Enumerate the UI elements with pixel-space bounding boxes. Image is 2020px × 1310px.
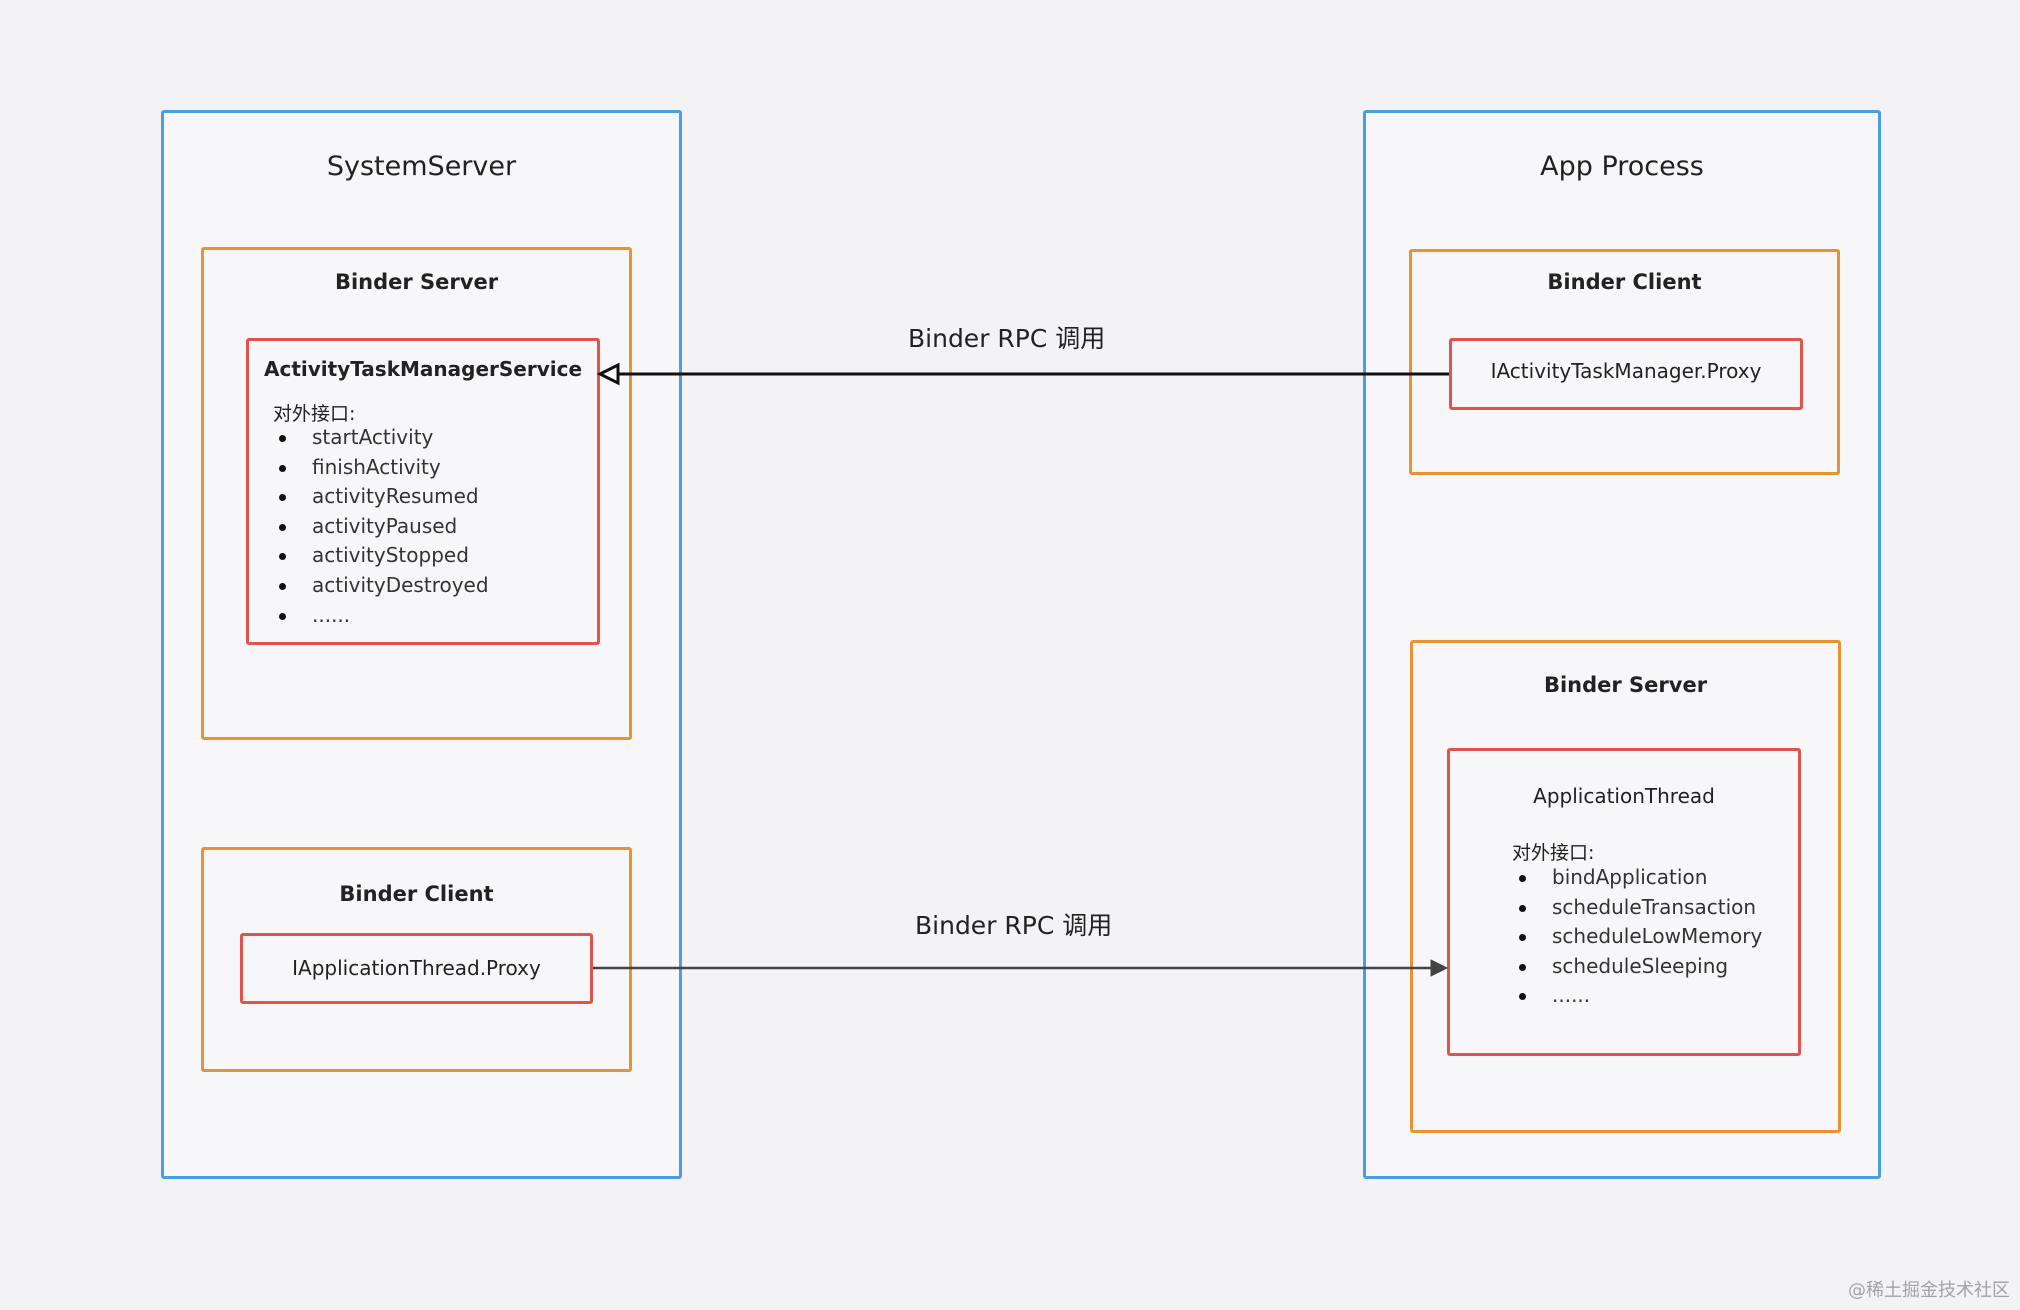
service-title: ActivityTaskManagerService — [263, 357, 583, 381]
iapplication-thread-proxy: IApplicationThread.Proxy — [240, 933, 593, 1004]
list-item: ...... — [1518, 981, 1762, 1011]
binder-client-title: Binder Client — [339, 882, 494, 906]
binder-server-title: Binder Server — [1543, 673, 1708, 697]
application-thread: ApplicationThread 对外接口: bindApplication … — [1447, 748, 1801, 1056]
rpc-arrow-to-application-thread — [593, 959, 1449, 977]
list-item: finishActivity — [278, 453, 489, 483]
iactivity-task-manager-proxy: IActivityTaskManager.Proxy — [1449, 338, 1803, 410]
list-item: startActivity — [278, 423, 489, 453]
list-item: activityStopped — [278, 541, 489, 571]
method-list: bindApplication scheduleTransaction sche… — [1518, 863, 1762, 1011]
list-item: activityPaused — [278, 512, 489, 542]
proxy-title: IApplicationThread.Proxy — [292, 956, 541, 980]
method-list: startActivity finishActivity activityRes… — [278, 423, 489, 630]
system-server-binder-server: Binder Server — [201, 247, 632, 740]
app-process-binder-client: Binder Client — [1409, 249, 1840, 475]
list-item: scheduleTransaction — [1518, 893, 1762, 923]
rpc-call-label-bottom: Binder RPC 调用 — [915, 911, 1113, 940]
list-item: activityDestroyed — [278, 571, 489, 601]
proxy-title: IActivityTaskManager.Proxy — [1490, 359, 1762, 383]
rpc-arrow-to-activity-task-manager-service — [596, 362, 1449, 386]
list-item: ...... — [278, 601, 489, 631]
interface-label: 对外接口: — [273, 403, 356, 425]
list-item: scheduleSleeping — [1518, 952, 1762, 982]
binder-client-title: Binder Client — [1547, 270, 1702, 294]
app-process-title: App Process — [1540, 151, 1704, 182]
watermark: @稀土掘金技术社区 — [1848, 1280, 2010, 1301]
service-title: ApplicationThread — [1533, 784, 1715, 808]
system-server-binder-client: Binder Client — [201, 847, 632, 1072]
system-server-title: SystemServer — [326, 151, 517, 182]
interface-label: 对外接口: — [1512, 842, 1595, 864]
binder-server-title: Binder Server — [334, 270, 499, 294]
list-item: bindApplication — [1518, 863, 1762, 893]
activity-task-manager-service: ActivityTaskManagerService 对外接口: startAc… — [246, 338, 600, 645]
rpc-call-label-top: Binder RPC 调用 — [908, 324, 1106, 353]
list-item: activityResumed — [278, 482, 489, 512]
list-item: scheduleLowMemory — [1518, 922, 1762, 952]
app-process-binder-server: Binder Server — [1410, 640, 1841, 1133]
